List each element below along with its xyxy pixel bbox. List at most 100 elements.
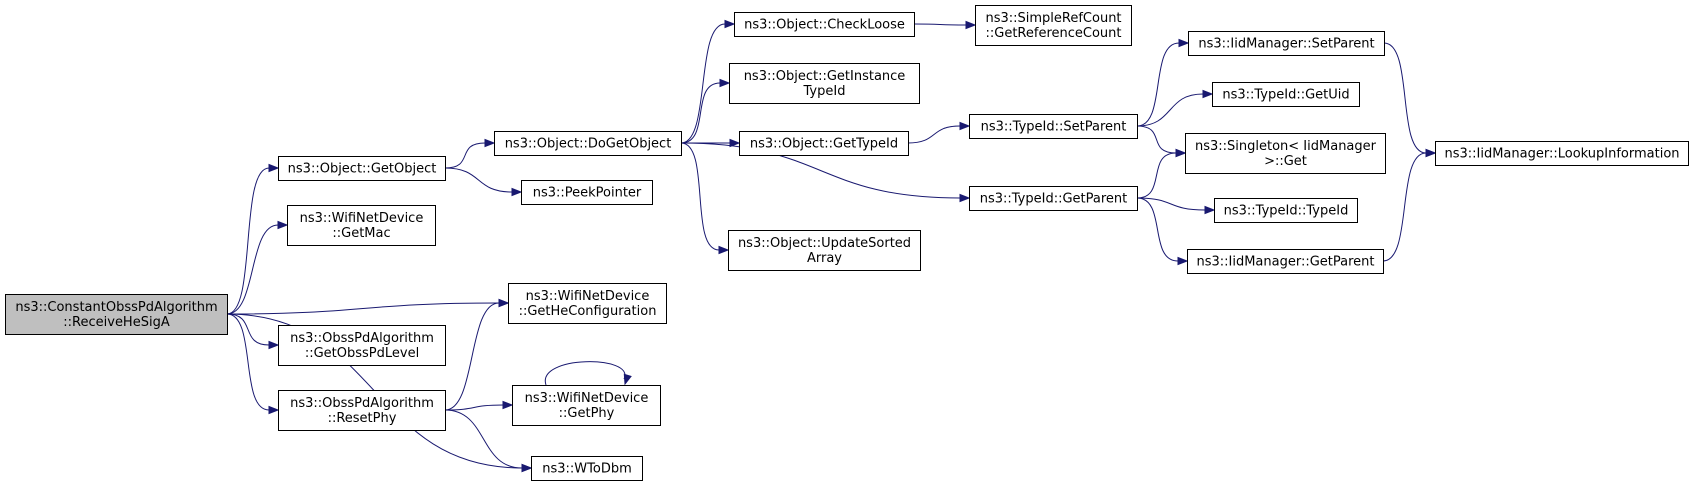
node-label: ns3::PeekPointer	[533, 186, 642, 201]
edge-line	[226, 224, 279, 315]
node-checkloose[interactable]: ns3::Object::CheckLoose	[734, 12, 915, 37]
node-peekpointer[interactable]: ns3::PeekPointer	[521, 180, 653, 205]
node-box	[278, 325, 446, 366]
edge-dogetobject-to-checkloose	[680, 19, 736, 144]
edge-getobject-to-dogetobject	[444, 138, 496, 169]
edge-line	[1136, 42, 1180, 127]
node-wtodbm[interactable]: ns3::WToDbm	[531, 456, 643, 481]
node-label: ns3::IidManager::GetParent	[1196, 255, 1374, 270]
edge-line	[1136, 197, 1179, 262]
node-dogetobject[interactable]: ns3::Object::DoGetObject	[494, 131, 682, 156]
edge-line	[444, 302, 500, 411]
edge-dogetobject-to-updatesorted	[680, 142, 730, 255]
node-getmac[interactable]: ns3::WifiNetDevice::GetMac	[287, 205, 436, 246]
node-label: ::GetReferenceCount	[986, 26, 1122, 41]
edge-line	[680, 142, 720, 251]
node-box	[531, 456, 643, 481]
node-label: ::GetPhy	[559, 406, 615, 421]
node-label: ns3::TypeId::GetUid	[1222, 88, 1349, 103]
edge-setparent-to-getuid	[1136, 89, 1214, 127]
node-getobject[interactable]: ns3::Object::GetObject	[278, 156, 446, 181]
node-label: ns3::WifiNetDevice	[525, 391, 649, 406]
edge-getobject-to-peekpointer	[444, 167, 523, 197]
edge-line	[226, 313, 270, 411]
node-box	[739, 131, 909, 156]
node-box	[287, 205, 436, 246]
arrowhead	[719, 78, 731, 88]
node-label: ::GetMac	[332, 226, 390, 241]
edge-line	[1136, 152, 1177, 199]
edge-line	[444, 404, 504, 411]
node-label: TypeId	[803, 84, 846, 99]
edge-line	[226, 167, 270, 315]
arrowhead	[498, 298, 510, 308]
edge-resetphy-to-getheconf	[444, 298, 510, 411]
node-box	[734, 12, 915, 37]
edge-iidsetparent-to-lookup	[1383, 42, 1437, 158]
edge-line	[1383, 42, 1427, 154]
arrowhead	[724, 19, 736, 29]
node-resetphy[interactable]: ns3::ObssPdAlgorithm::ResetPhy	[278, 390, 446, 431]
arrowhead	[729, 138, 741, 148]
node-label: ns3::WToDbm	[542, 462, 632, 477]
node-label: ::GetHeConfiguration	[519, 304, 657, 319]
node-box	[969, 114, 1138, 139]
node-getrefcount[interactable]: ns3::SimpleRefCount::GetReferenceCount	[975, 5, 1132, 46]
edge-receive-to-getobsspd	[226, 313, 280, 350]
node-lookup[interactable]: ns3::IidManager::LookupInformation	[1435, 141, 1689, 166]
node-box	[1435, 141, 1689, 166]
node-box	[278, 156, 446, 181]
edge-line	[545, 361, 626, 386]
edge-line	[226, 313, 270, 346]
edge-line	[913, 23, 967, 26]
arrowhead	[484, 138, 496, 148]
node-setparent[interactable]: ns3::TypeId::SetParent	[969, 114, 1138, 139]
node-box	[521, 180, 653, 205]
node-typeidctor[interactable]: ns3::TypeId::TypeId	[1214, 198, 1358, 223]
node-label: ns3::Singleton< IidManager	[1195, 139, 1377, 154]
node-label: ns3::TypeId::TypeId	[1224, 204, 1349, 219]
arrowhead	[277, 220, 289, 230]
edge-receive-to-getheconf	[226, 298, 510, 315]
node-box	[5, 294, 228, 335]
node-objgettypeid[interactable]: ns3::Object::GetTypeId	[739, 131, 909, 156]
edge-setparent-to-iidsetparent	[1136, 38, 1190, 127]
edge-line	[226, 302, 500, 315]
node-receive[interactable]: ns3::ConstantObssPdAlgorithm::ReceiveHeS…	[5, 294, 228, 335]
edge-line	[444, 142, 486, 169]
node-box	[1212, 82, 1360, 107]
arrowhead	[1204, 205, 1216, 215]
node-label: ns3::ObssPdAlgorithm	[290, 331, 434, 346]
node-getphy[interactable]: ns3::WifiNetDevice::GetPhy	[512, 385, 661, 426]
node-iidsetparent[interactable]: ns3::IidManager::SetParent	[1188, 31, 1385, 56]
node-getparent[interactable]: ns3::TypeId::GetParent	[969, 186, 1138, 211]
arrowhead	[268, 163, 280, 173]
edge-line	[1136, 93, 1204, 127]
node-label: ns3::SimpleRefCount	[985, 11, 1121, 26]
node-label: ns3::Object::GetObject	[288, 162, 437, 177]
node-label: ns3::ConstantObssPdAlgorithm	[15, 300, 217, 315]
edge-resetphy-to-getphy	[444, 400, 514, 411]
node-singleton[interactable]: ns3::Singleton< IidManager>::Get	[1185, 133, 1386, 174]
node-box	[729, 63, 920, 104]
arrowhead	[959, 121, 971, 131]
edge-dogetobject-to-getinstance	[680, 78, 731, 144]
node-getheconf[interactable]: ns3::WifiNetDevice::GetHeConfiguration	[508, 283, 667, 324]
edge-getparent-to-iidgetparent	[1136, 197, 1189, 266]
edge-getparent-to-singleton	[1136, 148, 1187, 199]
arrowhead	[268, 340, 280, 350]
node-box	[494, 131, 682, 156]
node-getuid[interactable]: ns3::TypeId::GetUid	[1212, 82, 1360, 107]
edge-getphy-to-getphy	[545, 361, 632, 386]
arrowhead	[1425, 148, 1437, 158]
edge-line	[444, 409, 523, 469]
node-iidgetparent[interactable]: ns3::IidManager::GetParent	[1187, 249, 1384, 274]
node-getobsspd[interactable]: ns3::ObssPdAlgorithm::GetObssPdLevel	[278, 325, 446, 366]
arrowhead	[511, 187, 523, 197]
node-box	[728, 230, 921, 271]
arrowhead	[502, 400, 514, 410]
arrowhead	[1177, 256, 1189, 266]
